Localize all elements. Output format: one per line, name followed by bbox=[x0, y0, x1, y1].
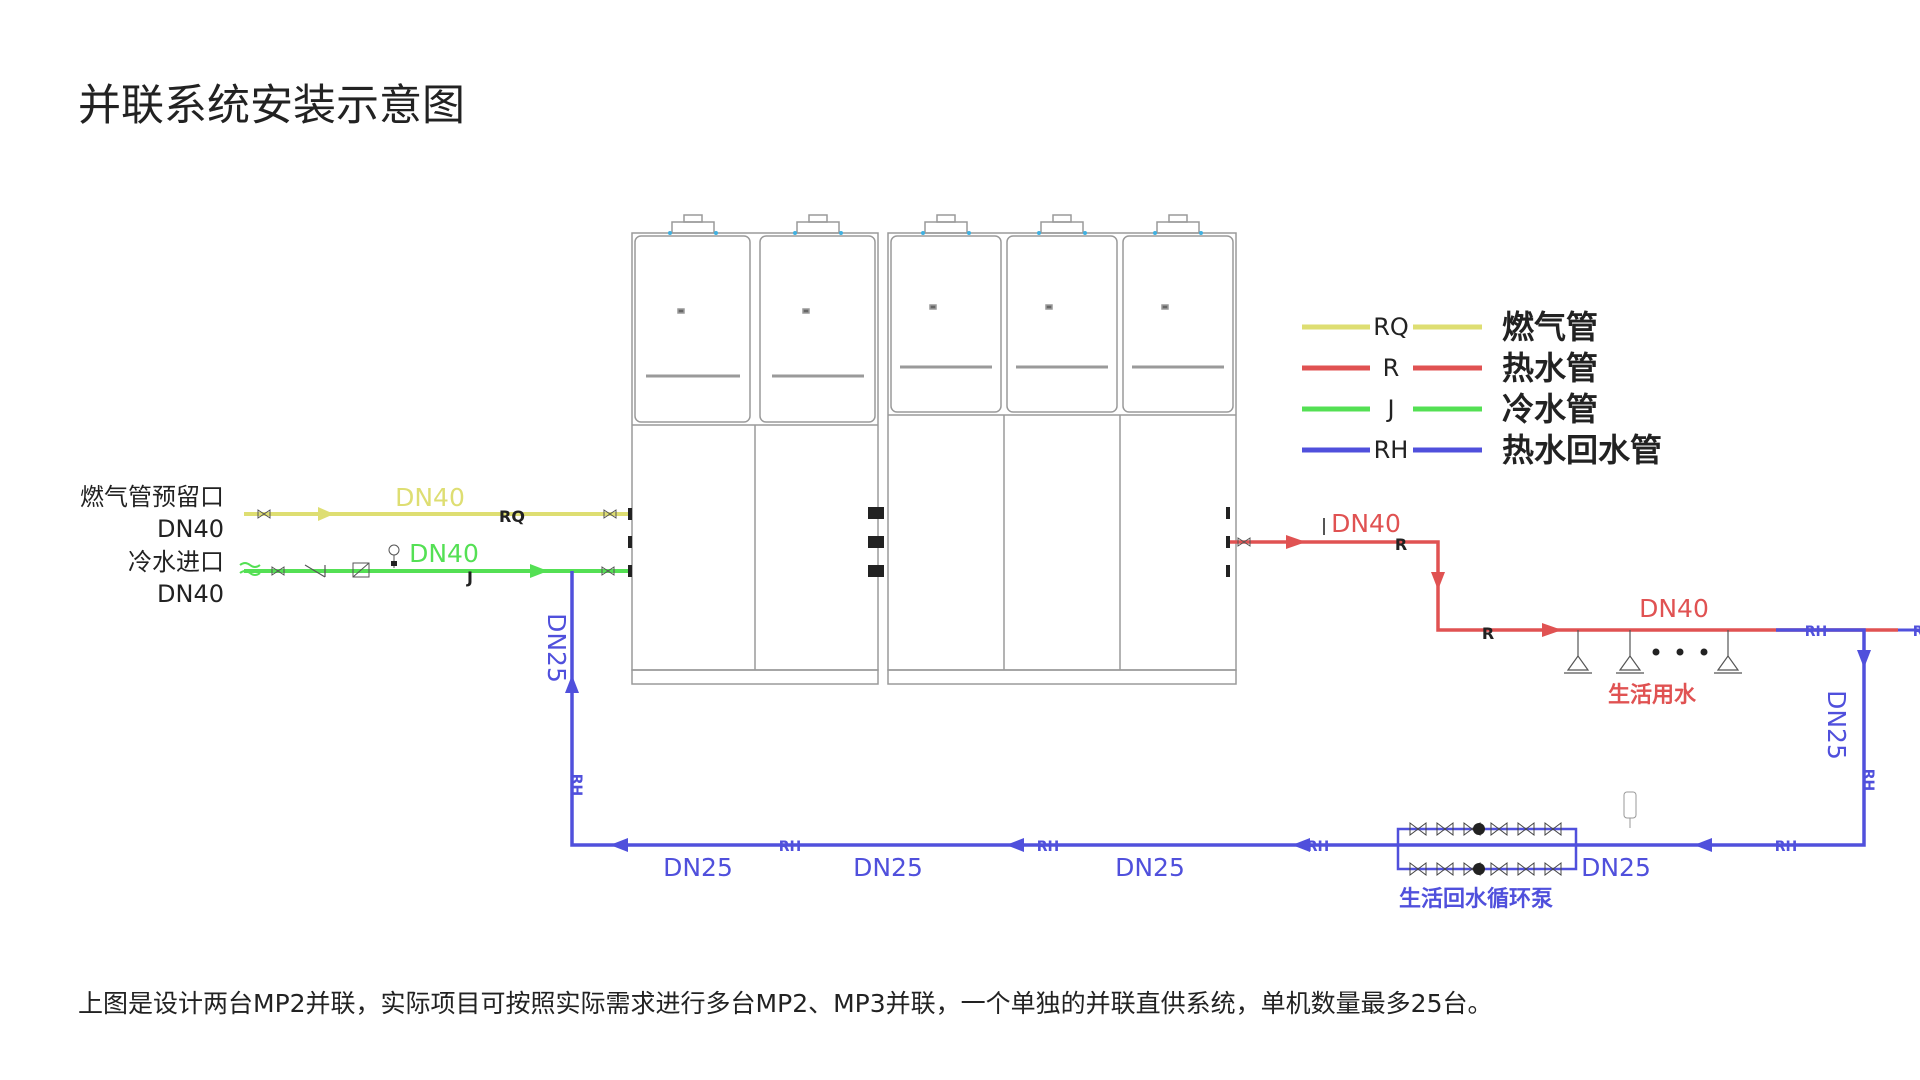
hot-water-pipe: DN40 R R DN40 生活用水 bbox=[1226, 507, 1898, 708]
pump-valve-icon bbox=[1436, 862, 1454, 876]
gas-inlet-size: DN40 bbox=[157, 515, 224, 543]
pump-valve-icon bbox=[1544, 862, 1562, 876]
pump-valve-icon bbox=[1517, 862, 1535, 876]
faucet-icon bbox=[1616, 630, 1644, 674]
cold-inlet-size: DN40 bbox=[157, 580, 224, 608]
gas-pipe-size: DN40 bbox=[395, 483, 465, 512]
pump-valve-icon bbox=[1436, 822, 1454, 836]
domestic-water-label: 生活用水 bbox=[1608, 683, 1697, 708]
gas-pipe: DN40 RQ bbox=[244, 483, 632, 526]
inlet-labels: 燃气管预留口 DN40 冷水进口 DN40 bbox=[80, 483, 224, 608]
flow-arrow bbox=[1292, 838, 1310, 852]
legend-code-rq: RQ bbox=[1373, 313, 1409, 341]
flow-arrow bbox=[1006, 838, 1024, 852]
return-size-label: DN25 bbox=[542, 613, 571, 683]
flow-arrow bbox=[565, 675, 579, 693]
hot-pipe-code-2: R bbox=[1482, 624, 1494, 643]
flow-arrow bbox=[1694, 838, 1712, 852]
pump-icon bbox=[1473, 863, 1485, 875]
page-title: 并联系统安装示意图 bbox=[78, 81, 465, 131]
return-size-label: DN25 bbox=[1822, 690, 1851, 760]
legend: RQ 燃气管 R 热水管 J 冷水管 RH 热水回水管 bbox=[1302, 308, 1662, 469]
cold-inlet-label: 冷水进口 bbox=[128, 548, 224, 576]
gas-inlet-label: 燃气管预留口 bbox=[80, 483, 224, 511]
legend-name-return: 热水回水管 bbox=[1502, 431, 1662, 469]
heater-unit bbox=[1006, 235, 1118, 413]
pump-valve-icon bbox=[1544, 822, 1562, 836]
return-code-tag: RH bbox=[1805, 624, 1828, 640]
flow-arrow bbox=[610, 838, 628, 852]
return-code-tag: RH bbox=[1860, 769, 1876, 792]
hot-main-size: DN40 bbox=[1639, 594, 1709, 623]
pump-bypass-bottom bbox=[1396, 845, 1578, 871]
flow-arrow bbox=[1857, 650, 1871, 668]
expansion-tank-icon bbox=[1623, 791, 1637, 819]
hot-pipe-code: R bbox=[1395, 535, 1407, 554]
return-pipe-code: RH bbox=[1913, 624, 1920, 640]
pump-valve-icon bbox=[1517, 822, 1535, 836]
heater-unit bbox=[759, 235, 876, 423]
pump-valve-icon bbox=[1409, 862, 1427, 876]
pump-valve-icon bbox=[1490, 862, 1508, 876]
legend-name-gas: 燃气管 bbox=[1502, 308, 1598, 346]
group-connectors bbox=[868, 507, 884, 577]
hot-pipe-size: DN40 bbox=[1331, 509, 1401, 538]
gas-pipe-code: RQ bbox=[499, 507, 525, 526]
return-code-tag: RH bbox=[779, 839, 802, 855]
footnote: 上图是设计两台MP2并联，实际项目可按照实际需求进行多台MP2、MP3并联，一个… bbox=[78, 989, 1492, 1018]
faucet-icon bbox=[1714, 630, 1742, 674]
return-size-label: DN25 bbox=[1115, 853, 1185, 882]
return-size-label: DN25 bbox=[663, 853, 733, 882]
cold-water-pipe: DN40 J bbox=[239, 536, 632, 587]
heater-unit bbox=[634, 235, 751, 423]
return-pipe-left bbox=[570, 683, 1398, 847]
return-code-tag: RH bbox=[1307, 839, 1330, 855]
faucet-icon bbox=[1564, 630, 1592, 674]
heater-group-1 bbox=[631, 214, 879, 685]
cold-pipe-code: J bbox=[466, 568, 473, 587]
legend-name-cold: 冷水管 bbox=[1502, 390, 1598, 428]
pump-valve-icon bbox=[1490, 822, 1508, 836]
pump-bypass-top bbox=[1396, 827, 1578, 845]
return-code-tag: RH bbox=[1775, 839, 1798, 855]
return-pipe-right bbox=[1398, 628, 1866, 847]
return-size-label: DN25 bbox=[1581, 853, 1651, 882]
return-size-label: DN25 bbox=[853, 853, 923, 882]
legend-code-j: J bbox=[1385, 395, 1394, 423]
heater-unit bbox=[890, 235, 1002, 413]
pump-icon bbox=[1473, 823, 1485, 835]
return-code-tag: RH bbox=[1037, 839, 1060, 855]
return-water-pipe: RH bbox=[1898, 624, 1920, 640]
heater-group-2 bbox=[887, 214, 1237, 685]
legend-name-hot: 热水管 bbox=[1502, 349, 1598, 387]
return-code-tag: RH bbox=[568, 774, 584, 797]
legend-code-r: R bbox=[1383, 354, 1400, 382]
pump-valve-icon bbox=[1409, 822, 1427, 836]
legend-code-rh: RH bbox=[1374, 436, 1409, 464]
heater-unit bbox=[1122, 235, 1234, 413]
pump-label: 生活回水循环泵 bbox=[1399, 886, 1553, 912]
cold-pipe-size: DN40 bbox=[409, 539, 479, 568]
